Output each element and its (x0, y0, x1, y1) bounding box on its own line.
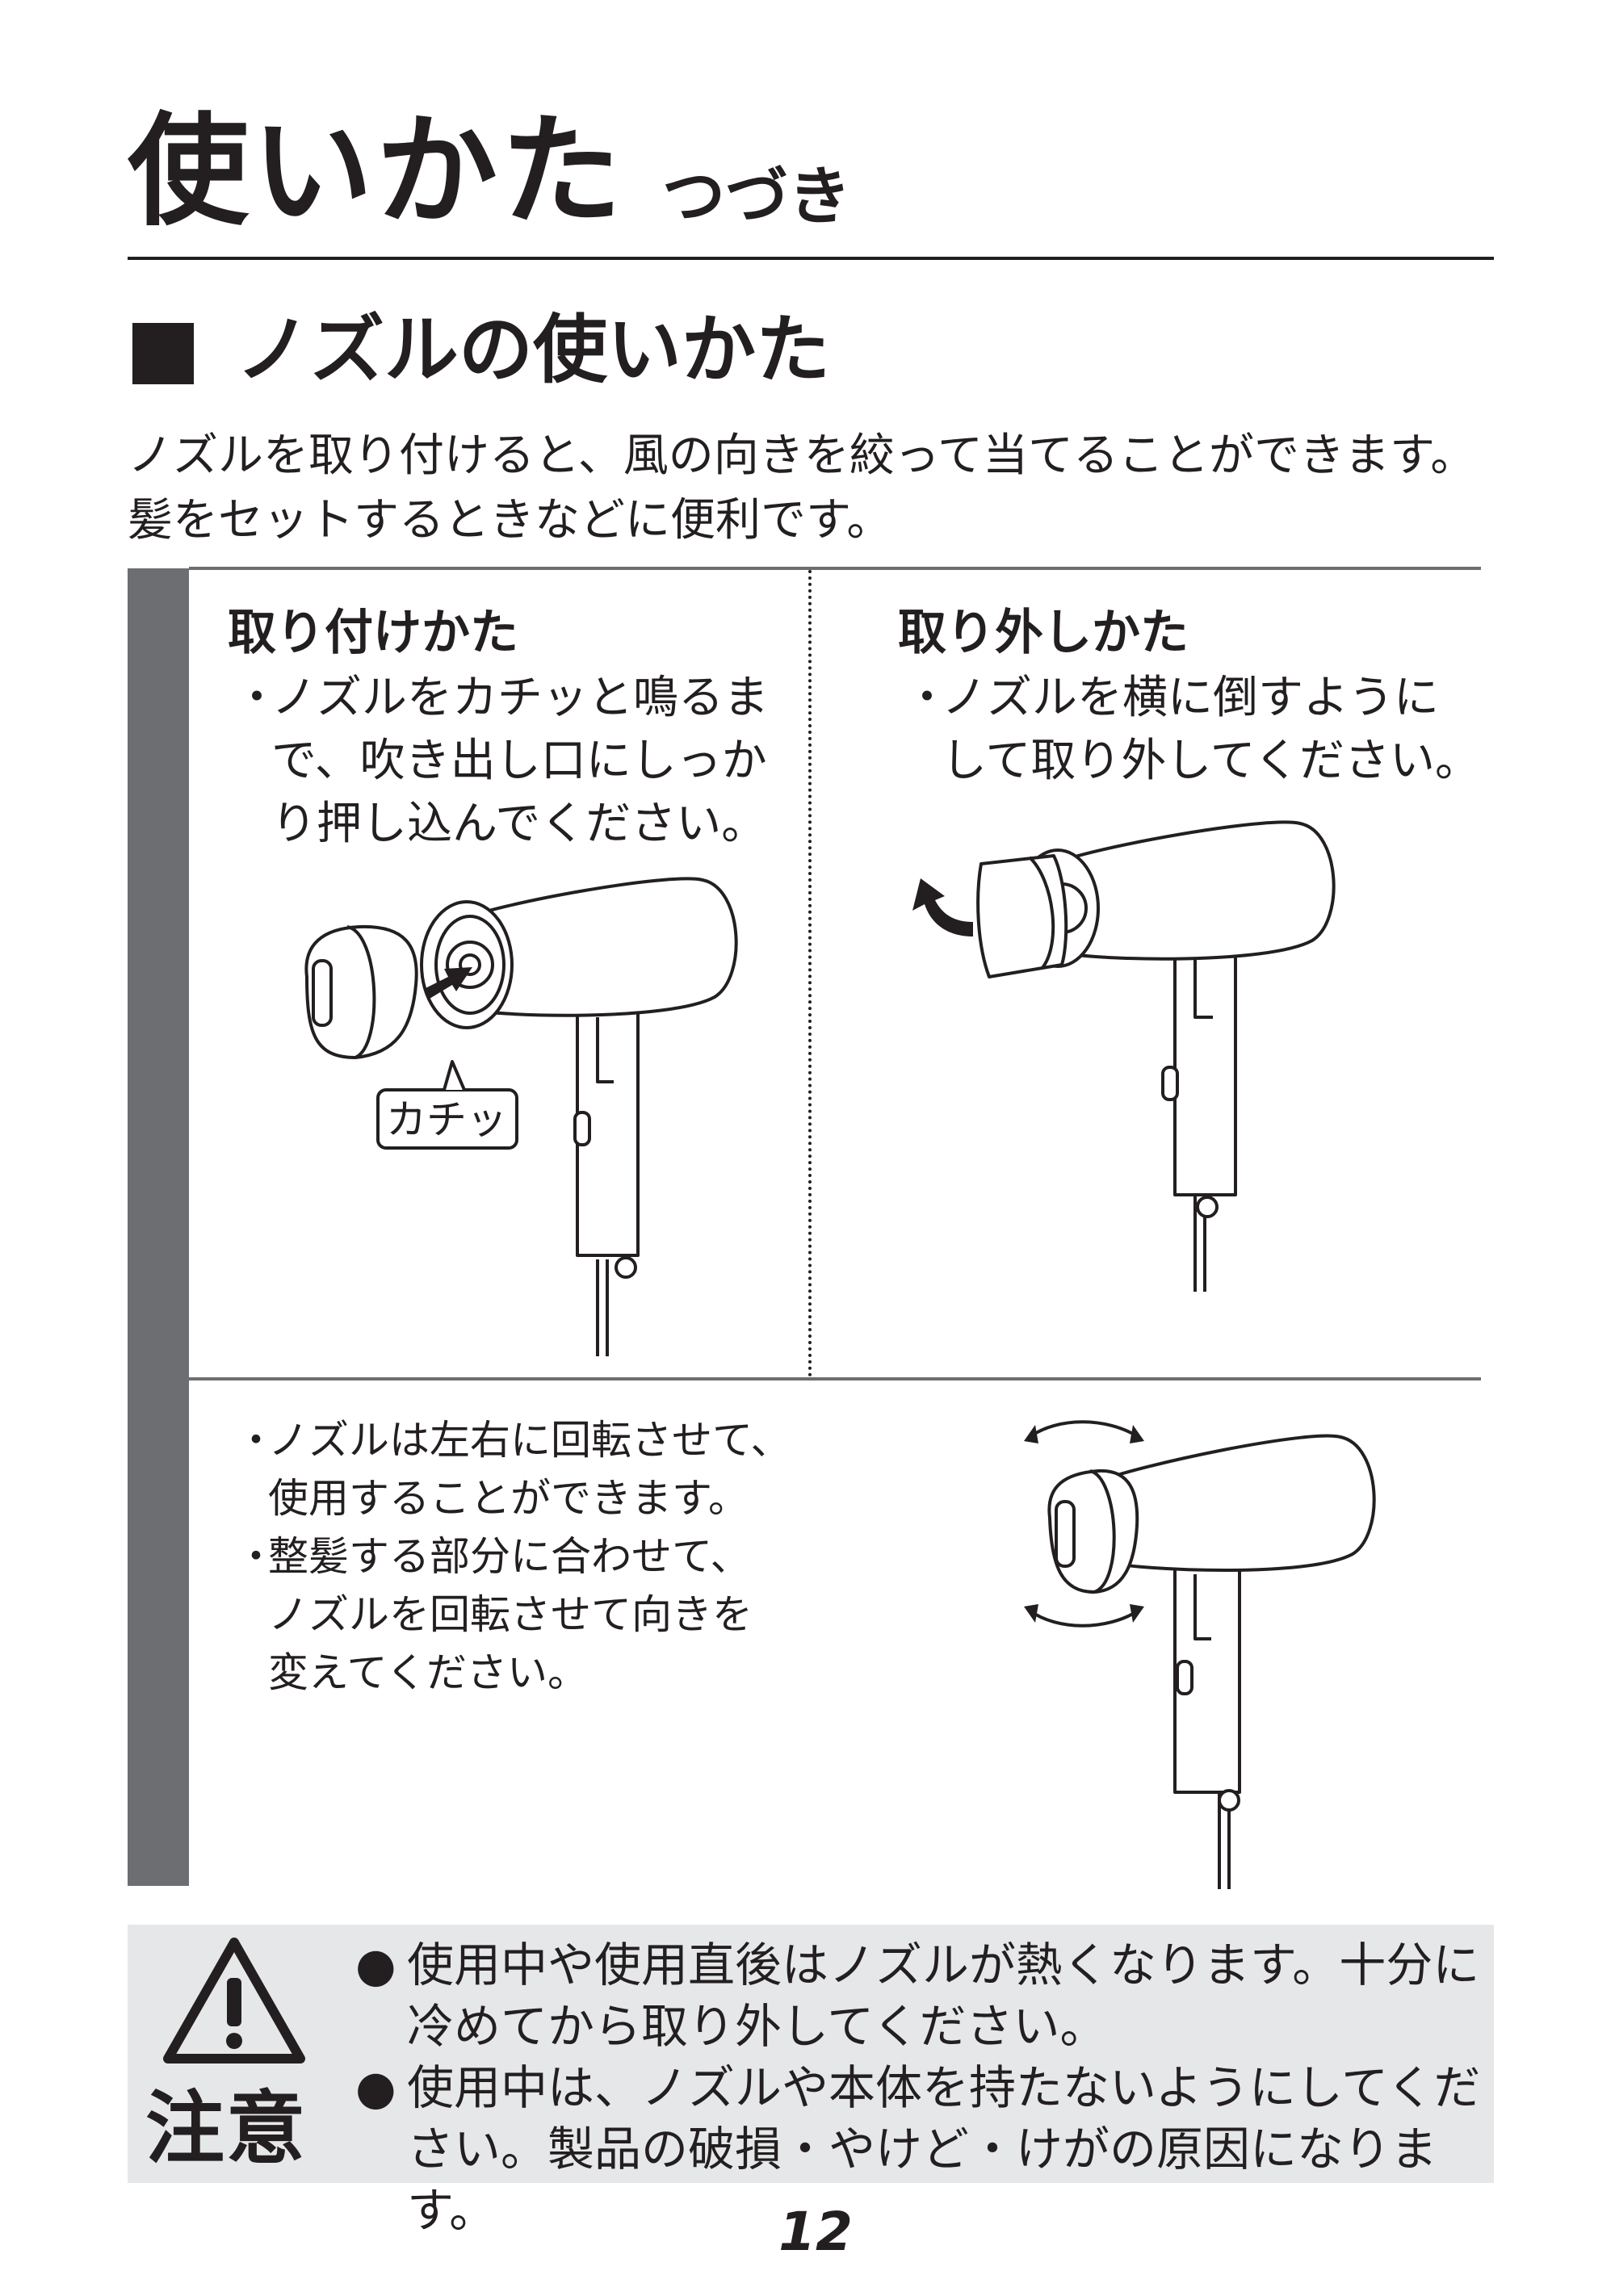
panel-mid-rule (189, 1377, 1481, 1381)
attach-line: ノズルをカチッと鳴るま (271, 672, 769, 724)
caution-line: 使用中や使用直後はノズルが熱くなります。十分に (407, 1938, 1480, 1992)
bullet: ・ (234, 672, 279, 724)
tilt-arrow-icon (912, 878, 973, 936)
push-arrow-icon (424, 967, 472, 999)
bullet: ・ (236, 1417, 276, 1464)
warning-triangle-icon (163, 1938, 305, 2063)
sidebar-bar (128, 568, 189, 1886)
caution-line: さい。製品の破損・やけど・けがの原因になります。 (407, 2122, 1438, 2238)
click-callout: カチッ (386, 1096, 507, 1143)
rotate-line: ノズルを回転させて向きを (268, 1591, 753, 1638)
panel-top-rule (189, 567, 1481, 570)
caution-text: ● 使用中や使用直後はノズルが熱くなります。十分に 冷めてから取り外してください… (355, 1934, 1486, 2241)
intro-line: ノズルを取り付けると、風の向きを絞って当てることができます。 (128, 429, 1476, 482)
caution-line: 使用中は、ノズルや本体を持たないようにしてくだ (407, 2060, 1481, 2115)
rotate-illustration (1024, 1420, 1376, 1889)
rotate-line: 使用することができます。 (268, 1475, 749, 1522)
bullet-dot-icon: ● (355, 2060, 396, 2115)
section-title: ノズルの使いかた (236, 307, 831, 393)
section-square-icon (132, 323, 194, 384)
attach-text: ・ ノズルをカチッと鳴るま で、吹き出し口にしっか り押し込んでください。 (234, 667, 769, 856)
caution-item: ● 使用中は、ノズルや本体を持たないようにしてくだ さい。製品の破損・やけど・け… (355, 2057, 1486, 2241)
detach-text: ・ ノズルを横に倒すように して取り外してください。 (904, 667, 1480, 793)
detach-line: ノズルを横に倒すように (942, 672, 1439, 724)
caution-label: 注意 (145, 2083, 308, 2175)
page-title: 使いかた (128, 102, 626, 242)
rotate-line: 整髪する部分に合わせて、 (268, 1533, 751, 1580)
bullet: ・ (236, 1533, 276, 1580)
attach-line: で、吹き出し口にしっか (271, 735, 767, 787)
bullet: ・ (904, 672, 950, 724)
intro-line: 髪をセットするときなどに便利です。 (128, 494, 892, 547)
attach-illustration (304, 877, 738, 1356)
caution-line: 冷めてから取り外してください。 (407, 1999, 1107, 2054)
caution-box (128, 1925, 1494, 2183)
rotate-line: 変えてください。 (268, 1649, 588, 1696)
rotate-text: ・ ノズルは左右に回転させて、 使用することができます。 ・ 整髪する部分に合わ… (236, 1411, 791, 1702)
bullet-dot-icon: ● (355, 1938, 396, 1992)
detach-title: 取り外しかた (898, 605, 1189, 661)
panel-dotted-divider (808, 570, 812, 1377)
detach-line: して取り外してください。 (942, 735, 1480, 787)
section-intro: ノズルを取り付けると、風の向きを絞って当てることができます。 髪をセットするとき… (128, 424, 1475, 553)
caution-item: ● 使用中や使用直後はノズルが熱くなります。十分に 冷めてから取り外してください… (355, 1934, 1486, 2057)
rotate-line: ノズルは左右に回転させて、 (268, 1417, 791, 1464)
attach-title: 取り付けかた (228, 605, 518, 661)
page-subtitle: つづき (662, 161, 852, 233)
detach-illustration (912, 820, 1336, 1292)
attach-line: り押し込んでください。 (271, 798, 767, 850)
page-number: 12 (778, 2201, 853, 2263)
title-rule (128, 257, 1494, 260)
